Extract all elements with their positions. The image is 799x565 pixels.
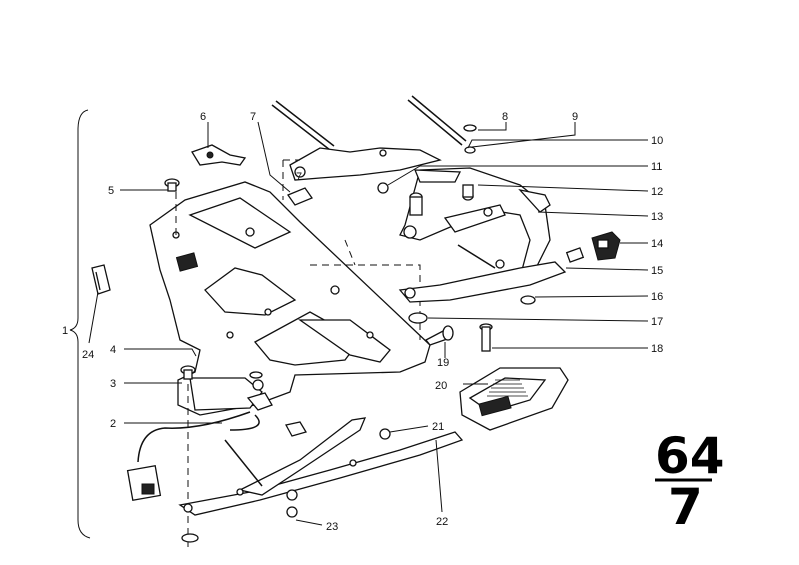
callout-15: 15 bbox=[651, 265, 663, 277]
callout-12: 12 bbox=[651, 186, 663, 198]
callout-13: 13 bbox=[651, 211, 663, 223]
callout-labels: 2 3 4 5 6 7 7 8 9 10 11 12 13 14 15 16 1… bbox=[82, 111, 663, 533]
callout-2: 2 bbox=[110, 418, 116, 430]
motor-housing bbox=[459, 367, 569, 431]
callout-24: 24 bbox=[82, 349, 94, 361]
callout-11: 11 bbox=[651, 161, 662, 173]
callout-19: 19 bbox=[437, 357, 449, 369]
callout-17: 17 bbox=[651, 316, 663, 328]
callout-8: 8 bbox=[502, 111, 508, 123]
callout-23: 23 bbox=[326, 521, 338, 533]
callout-10: 10 bbox=[651, 135, 663, 147]
section-number-bottom: 7 bbox=[668, 478, 703, 536]
switch-harness bbox=[126, 379, 307, 501]
callout-6: 6 bbox=[200, 111, 206, 123]
cable-clip bbox=[91, 264, 111, 295]
callout-1: 1 bbox=[62, 325, 68, 337]
callout-3: 3 bbox=[110, 378, 116, 390]
drive-rod-upper bbox=[407, 95, 467, 146]
upper-lift-arm bbox=[271, 100, 442, 206]
bracket-clip bbox=[191, 144, 247, 166]
callout-7-upper: 7 bbox=[250, 111, 256, 123]
base-plate bbox=[149, 181, 431, 416]
group-bracket: 1 bbox=[62, 109, 91, 539]
callout-22: 22 bbox=[436, 516, 448, 528]
washers bbox=[463, 124, 477, 154]
section-number-top: 64 bbox=[655, 427, 725, 485]
callout-7-lower: 7 bbox=[296, 171, 302, 183]
rivets bbox=[164, 178, 263, 543]
arc-guide bbox=[399, 167, 551, 271]
callout-16: 16 bbox=[651, 291, 663, 303]
scissor-arms bbox=[178, 417, 464, 518]
fasteners bbox=[425, 323, 493, 352]
callout-18: 18 bbox=[651, 343, 663, 355]
section-number: 64 7 bbox=[655, 427, 725, 536]
callout-5: 5 bbox=[108, 185, 114, 197]
lower-lift-arm bbox=[398, 244, 567, 324]
leader-lines bbox=[88, 121, 649, 526]
callout-21: 21 bbox=[432, 421, 444, 433]
callout-9: 9 bbox=[572, 111, 578, 123]
callout-4: 4 bbox=[110, 344, 116, 356]
callout-20: 20 bbox=[435, 380, 447, 392]
connector-block bbox=[565, 231, 621, 263]
callout-14: 14 bbox=[651, 238, 663, 250]
